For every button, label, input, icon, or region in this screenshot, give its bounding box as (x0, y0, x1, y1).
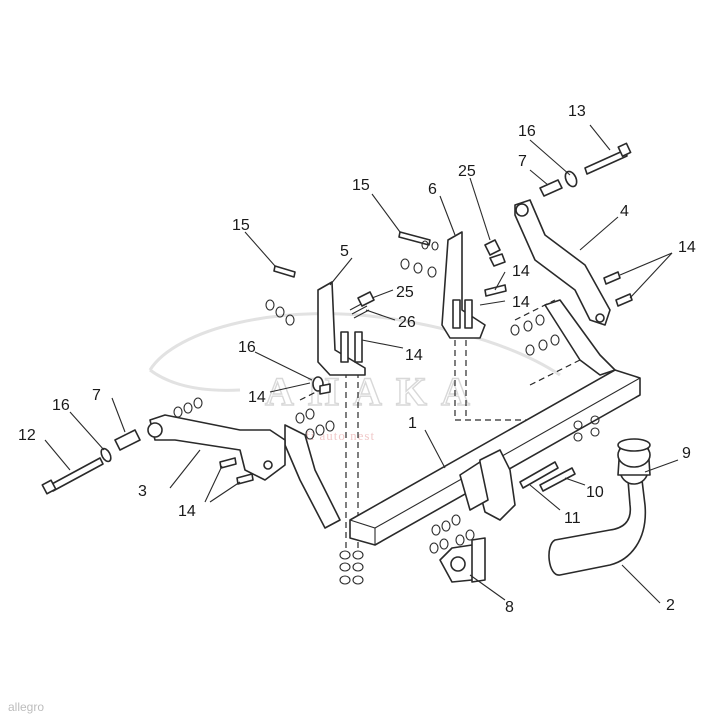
callout-labels: 1 2 3 4 5 6 7 7 8 9 10 11 12 13 14 14 14… (18, 103, 696, 616)
right-side-arm (514, 199, 611, 326)
callout-14-left: 14 (248, 389, 266, 406)
callout-25-mid: 25 (396, 284, 414, 301)
callout-15-top: 15 (352, 177, 370, 194)
callout-13: 13 (568, 103, 586, 120)
assembly-guides (299, 299, 581, 548)
washers-and-nuts (173, 240, 600, 585)
callout-7-right: 7 (518, 153, 527, 170)
callout-25-top: 25 (458, 163, 476, 180)
callout-11: 11 (564, 510, 581, 527)
callout-14-upper: 14 (512, 263, 530, 280)
callout-12: 12 (18, 427, 36, 444)
callout-16-mid: 16 (238, 339, 256, 356)
corner-watermark: allegro (8, 700, 45, 714)
left-vertical-bracket (317, 281, 366, 376)
callout-26: 26 (398, 314, 416, 331)
callout-10: 10 (586, 484, 604, 501)
callout-2: 2 (666, 597, 675, 614)
watermark-text: AHAKA (265, 369, 484, 414)
callout-5: 5 (340, 243, 349, 260)
callout-14-right-arm: 14 (678, 239, 696, 256)
callout-16-left: 16 (52, 397, 70, 414)
callout-6: 6 (428, 181, 437, 198)
watermark-subtext: profi auto nest (285, 428, 375, 443)
callout-8: 8 (505, 599, 514, 616)
leader-lines (44, 124, 679, 604)
socket-plate (439, 537, 486, 583)
callout-4: 4 (620, 203, 629, 220)
callout-16-right: 16 (518, 123, 536, 140)
main-cross-beam (284, 299, 641, 546)
callout-14-bracket: 14 (405, 347, 423, 364)
right-vertical-bracket (441, 231, 486, 339)
tow-ball-neck (548, 438, 651, 576)
callout-14-mid: 14 (512, 294, 530, 311)
watermark: AHAKA profi auto nest (148, 312, 561, 443)
callout-1: 1 (408, 415, 417, 432)
callout-15-left: 15 (232, 217, 250, 234)
bolts (41, 142, 633, 495)
callout-9: 9 (682, 445, 691, 462)
callout-14-lower: 14 (178, 503, 196, 520)
left-side-arm (147, 414, 286, 481)
callout-3: 3 (138, 483, 147, 500)
callout-7-left: 7 (92, 387, 101, 404)
